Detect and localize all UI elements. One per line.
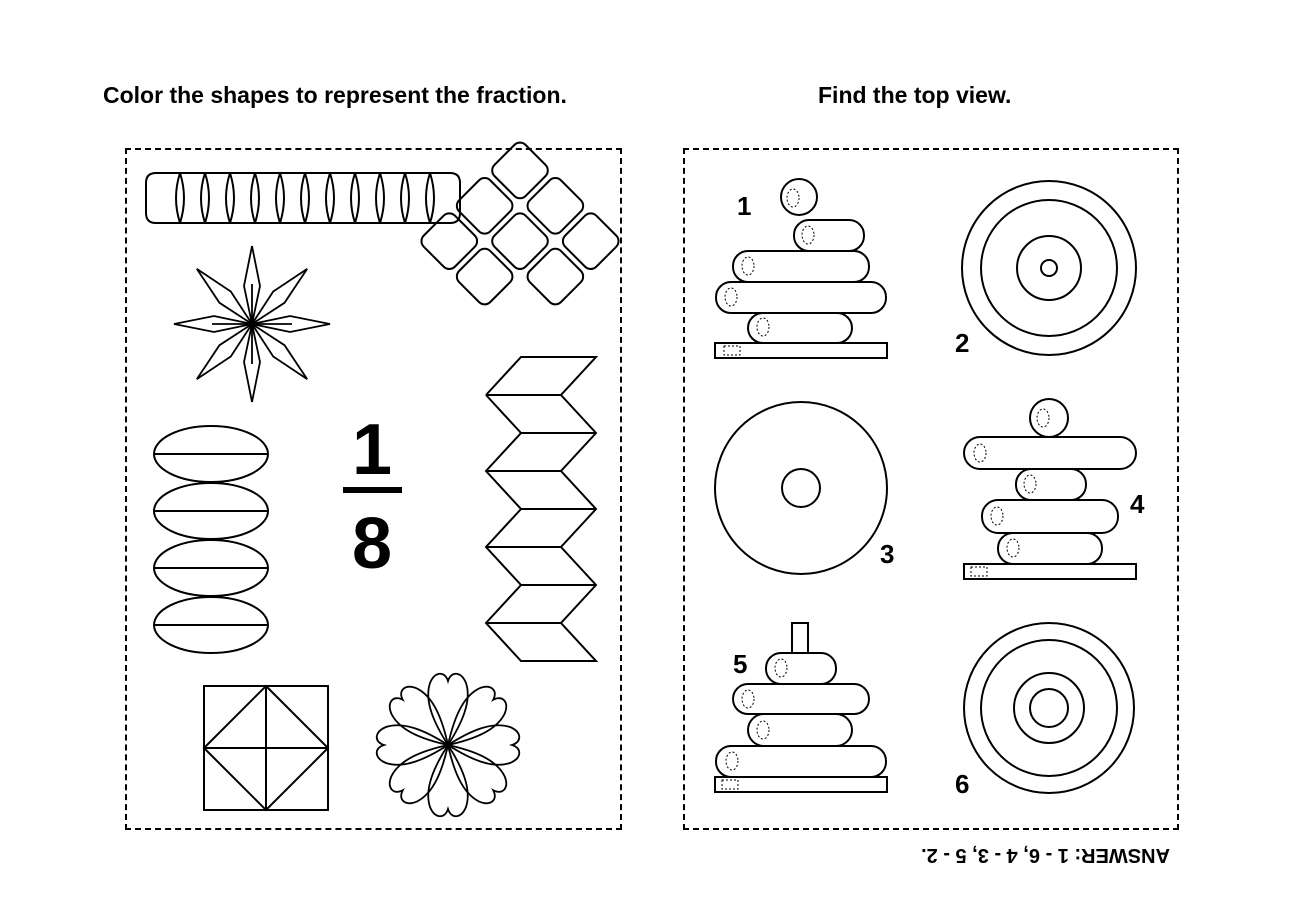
label-6: 6 bbox=[955, 769, 969, 799]
ring-pyramid-4 bbox=[963, 398, 1137, 580]
left-task-title: Color the shapes to represent the fracti… bbox=[103, 82, 567, 108]
right-task-title: Find the top view. bbox=[818, 82, 1012, 108]
ellipses-shape bbox=[153, 425, 269, 654]
label-1: 1 bbox=[737, 191, 751, 221]
fraction-numerator: 1 bbox=[352, 410, 392, 490]
top-view-panel bbox=[683, 148, 1179, 830]
top-view-2 bbox=[961, 180, 1137, 356]
label-3: 3 bbox=[880, 539, 894, 569]
scalloped-strip-shape bbox=[145, 172, 461, 224]
label-4: 4 bbox=[1130, 489, 1145, 519]
fraction: 1 8 bbox=[343, 410, 402, 584]
star-shape bbox=[173, 245, 331, 403]
square-diamond-shape bbox=[202, 684, 330, 812]
ring-pyramid-1 bbox=[714, 178, 888, 359]
top-view-6 bbox=[963, 622, 1135, 794]
label-2: 2 bbox=[955, 328, 969, 358]
top-view-3 bbox=[714, 401, 888, 575]
diamond-squares-shape bbox=[420, 141, 620, 306]
label-5: 5 bbox=[733, 649, 747, 679]
flower-shape bbox=[375, 672, 521, 818]
zigzag-shape bbox=[484, 356, 599, 662]
fraction-panel bbox=[125, 148, 622, 830]
fraction-denominator: 8 bbox=[352, 504, 392, 584]
answer-text-upside-down: ANSWER: 1 - 6, 4 - 3, 5 - 2. bbox=[921, 844, 1170, 866]
ring-pyramid-5 bbox=[714, 622, 888, 793]
